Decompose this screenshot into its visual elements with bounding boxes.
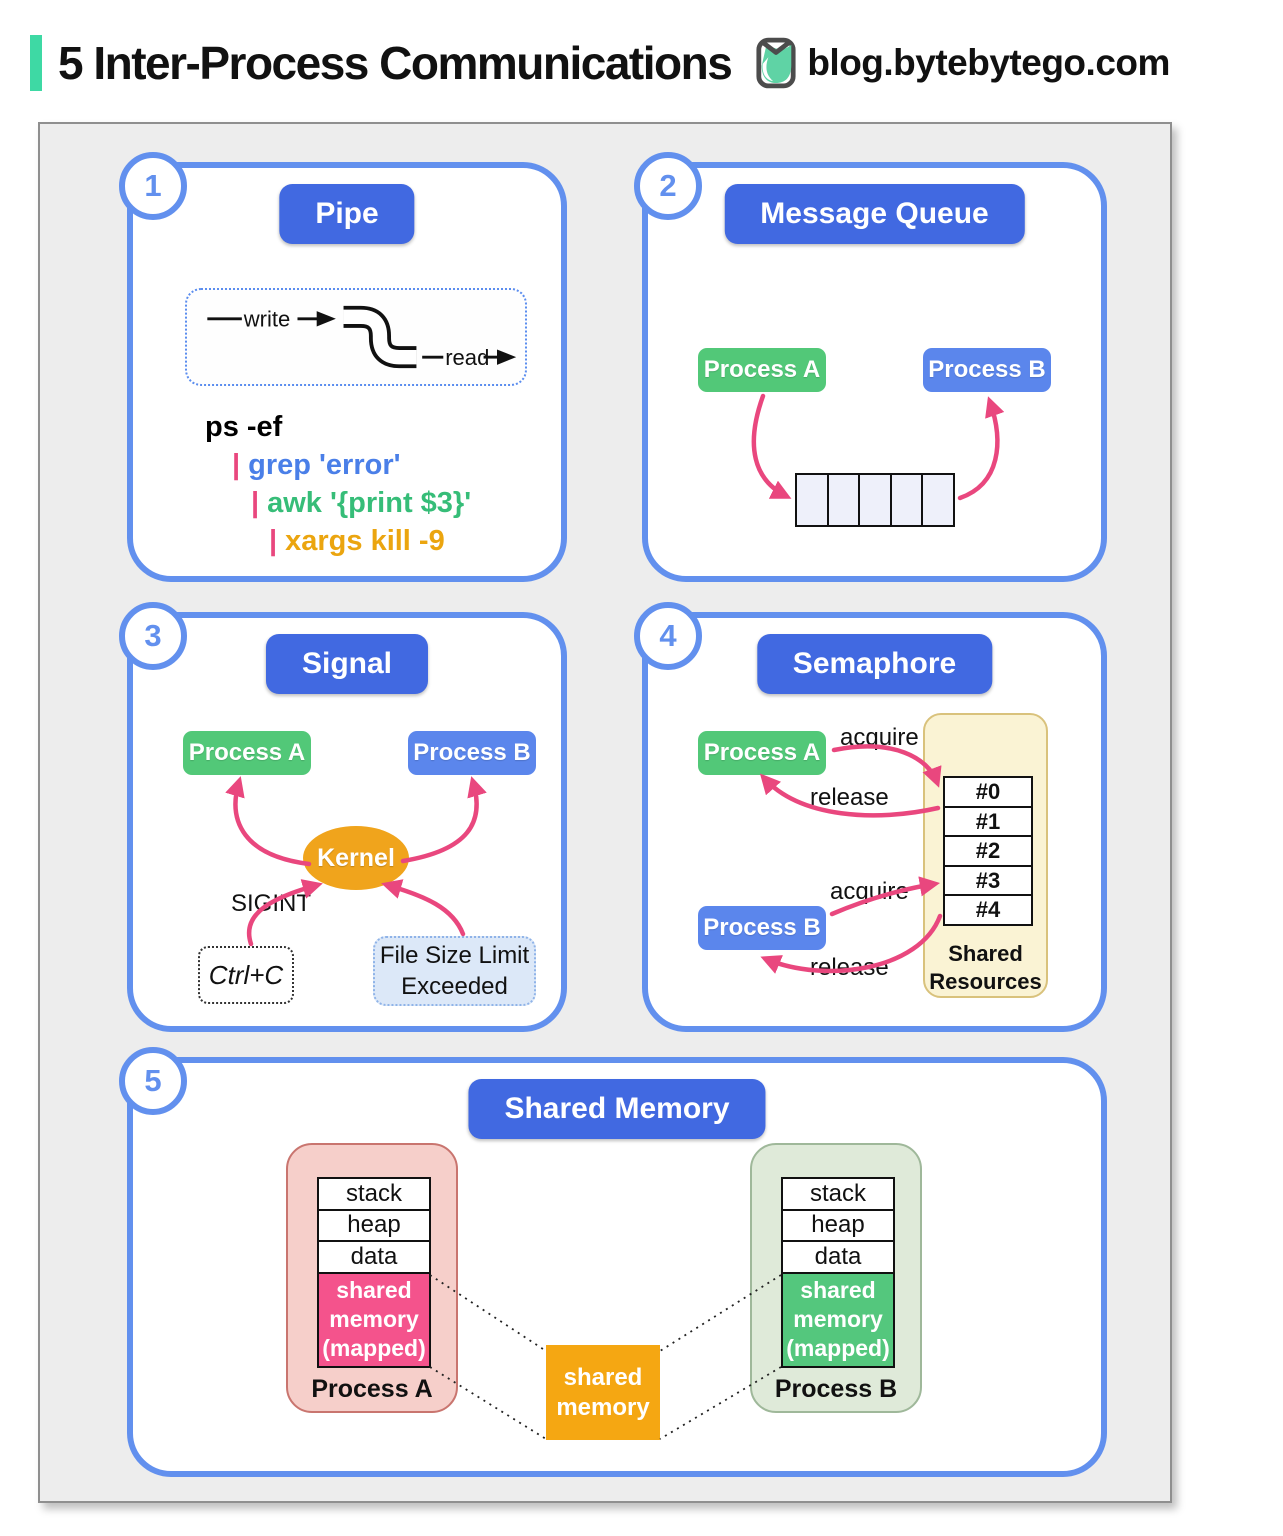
process-b-box: Process B — [698, 906, 826, 950]
page-title: 5 Inter-Process Communications — [58, 37, 733, 89]
memory-segment-heap: heap — [783, 1210, 893, 1242]
process-b-label: Process B — [774, 1375, 898, 1403]
process-a-box: Process A — [183, 731, 311, 775]
panel-5-number-badge: 5 — [119, 1047, 187, 1115]
write-label: write — [243, 306, 291, 331]
panel-3-number-badge: 3 — [119, 602, 187, 670]
acquire-label-a: acquire — [840, 724, 919, 751]
panel-signal: 3 Signal Process A Process B Kernel SIGI… — [119, 602, 567, 1032]
panel-4-title: Semaphore — [756, 634, 993, 694]
resource-cells: #0 #1 #2 #3 #4 — [943, 776, 1033, 926]
kernel-to-b-arrow — [400, 776, 487, 864]
resource-cell: #0 — [943, 776, 1033, 808]
panel-1-number-badge: 1 — [119, 152, 187, 220]
resource-cell: #1 — [943, 805, 1033, 838]
accent-bar — [30, 35, 42, 91]
code-line-4: |xargs kill -9 — [269, 522, 471, 560]
code-line-1: ps -ef — [205, 408, 471, 446]
sigint-label: SIGINT — [231, 890, 312, 917]
process-a-box: Process A — [698, 731, 826, 775]
code-line-3: |awk '{print $3}' — [251, 484, 471, 522]
memory-segment-stack: stack — [319, 1179, 429, 1211]
shell-command: ps -ef |grep 'error' |awk '{print $3}' |… — [205, 408, 471, 560]
panel-3-title: Signal — [265, 634, 429, 694]
panel-2-number-badge: 2 — [634, 152, 702, 220]
write-arrowhead — [316, 311, 336, 327]
pipe-icon — [343, 305, 417, 369]
receive-arrow — [957, 396, 1005, 501]
file-size-limit-box: File Size Limit Exceeded — [373, 936, 536, 1006]
read-label: read — [445, 345, 489, 370]
shared-resources-label: Shared Resources — [929, 941, 1042, 994]
kernel-node: Kernel — [303, 826, 409, 890]
site-link[interactable]: blog.bytebytego.com — [807, 42, 1170, 83]
process-b-memory-column: stack heap data shared memory (mapped) — [781, 1177, 895, 1368]
release-label-a: release — [810, 784, 889, 811]
filesize-to-kernel-arrow — [381, 879, 466, 937]
panel-semaphore: 4 Semaphore Process A Process B #0 #1 #2… — [634, 602, 1107, 1032]
memory-segment-heap: heap — [319, 1210, 429, 1242]
pipe-char: | — [269, 525, 278, 557]
code-awk: awk '{print $3}' — [267, 487, 472, 519]
panel-4-number-badge: 4 — [634, 602, 702, 670]
kernel-to-a-arrow — [225, 776, 312, 867]
resource-cell: #2 — [943, 835, 1033, 867]
pipe-flow-svg: write read — [207, 305, 517, 370]
pipe-char: | — [251, 487, 260, 519]
memory-segment-data: data — [783, 1242, 893, 1274]
acquire-label-b: acquire — [830, 878, 909, 905]
queue-cell — [921, 473, 955, 527]
release-label-b: release — [810, 954, 889, 981]
process-b-box: Process B — [408, 731, 536, 775]
shared-memory-box: shared memory — [546, 1345, 660, 1440]
pipe-char: | — [232, 449, 241, 481]
message-queue-cells — [795, 473, 955, 527]
queue-cell — [826, 473, 861, 527]
memory-segment-stack: stack — [783, 1179, 893, 1211]
bytebytego-logo-icon — [755, 35, 797, 91]
mapped-shared-memory-a: shared memory (mapped) — [319, 1273, 429, 1366]
header: 5 Inter-Process Communications blog.byte… — [30, 30, 1170, 96]
panel-shared-memory: 5 Shared Memory stack heap data shared m… — [119, 1047, 1107, 1477]
pipe-flow-diagram: write read — [185, 288, 527, 386]
process-a-box: Process A — [698, 348, 826, 392]
diagram-board: 1 Pipe write read — [38, 122, 1172, 1503]
queue-cell — [858, 473, 892, 527]
panel-message-queue: 2 Message Queue Process A Process B — [634, 152, 1107, 582]
memory-segment-data: data — [319, 1242, 429, 1274]
queue-cell — [889, 473, 924, 527]
code-xargs: xargs kill -9 — [285, 525, 445, 557]
panel-2-title: Message Queue — [724, 184, 1025, 244]
queue-cell — [795, 473, 829, 527]
read-arrowhead — [497, 349, 517, 365]
ctrl-c-box: Ctrl+C — [198, 946, 294, 1004]
process-a-label: Process A — [311, 1375, 433, 1403]
code-grep: grep 'error' — [248, 449, 401, 481]
process-a-memory-column: stack heap data shared memory (mapped) — [317, 1177, 431, 1368]
process-b-box: Process B — [923, 348, 1051, 392]
panel-5-title: Shared Memory — [468, 1079, 766, 1139]
send-arrow — [751, 393, 792, 499]
panel-pipe: 1 Pipe write read — [119, 152, 567, 582]
code-line-2: |grep 'error' — [232, 446, 471, 484]
code-ps: ps -ef — [205, 411, 283, 443]
panel-1-title: Pipe — [279, 184, 415, 244]
mapped-shared-memory-b: shared memory (mapped) — [783, 1273, 893, 1366]
resource-cell: #4 — [943, 894, 1033, 926]
resource-cell: #3 — [943, 864, 1033, 897]
